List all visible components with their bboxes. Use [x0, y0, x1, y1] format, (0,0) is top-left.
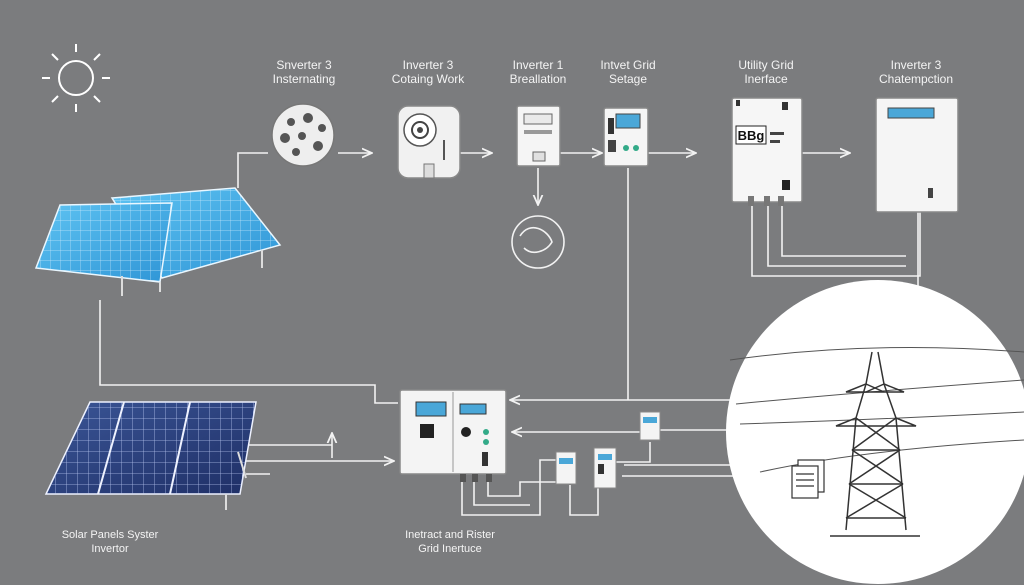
solar-title: Solar Panels Syster [61, 529, 159, 541]
step2-title: Inverter 3 [402, 58, 454, 72]
meter-display-text: BBg [738, 128, 765, 143]
step6-label: Inverter 3 Chatempction [879, 58, 953, 86]
step4-label: Intvet Grid Setage [600, 58, 655, 86]
solar-label: Solar Panels Syster Invertor [62, 528, 159, 556]
interface-title: Inetract and Rister [405, 529, 495, 541]
step5-label: Utility Grid Inerface [738, 58, 793, 86]
small-meter-2[interactable] [593, 447, 617, 489]
step1-title: Snverter 3 [276, 58, 332, 72]
cotaing-work-device[interactable] [397, 105, 461, 179]
step3-label: Inverter 1 Breallation [510, 58, 567, 86]
step2-subtitle: Cotaing Work [391, 72, 465, 86]
chatempction-inverter[interactable] [875, 97, 959, 213]
step5-title: Utility Grid [738, 58, 794, 72]
solar-subtitle: Invertor [91, 543, 129, 555]
grid-interface-unit[interactable] [399, 389, 507, 482]
step3-subtitle: Breallation [509, 72, 567, 86]
step4-title: Intvet Grid [600, 58, 656, 72]
transmission-tower-circle [726, 280, 1024, 584]
step3-title: Inverter 1 [512, 58, 564, 72]
solar-array-top [34, 187, 282, 296]
setage-grid-unit[interactable] [603, 107, 649, 167]
utility-grid-meter[interactable]: BBg [731, 97, 803, 206]
step6-subtitle: Chatempction [878, 72, 954, 86]
step1-subtitle: Insternating [272, 72, 336, 86]
insternating-icon [271, 103, 335, 167]
small-meter-3[interactable] [639, 411, 661, 441]
step6-title: Inverter 3 [890, 58, 942, 72]
sun-icon [42, 44, 110, 112]
step4-subtitle: Setage [608, 72, 648, 86]
transmission-tower-icon [830, 351, 920, 537]
step2-label: Inverter 3 Cotaing Work [392, 58, 464, 86]
small-meter-1[interactable] [555, 451, 577, 485]
interface-subtitle: Grid Inertuce [418, 543, 482, 555]
step5-subtitle: Inerface [744, 72, 788, 86]
breallation-circle-icon [511, 215, 565, 269]
step1-label: Snverter 3 Insternating [273, 58, 336, 86]
solar-array-bottom [44, 401, 257, 510]
documents-icon [791, 459, 825, 499]
interface-label: Inetract and Rister Grid Inertuce [405, 528, 495, 556]
breallation-inverter[interactable] [516, 105, 561, 167]
